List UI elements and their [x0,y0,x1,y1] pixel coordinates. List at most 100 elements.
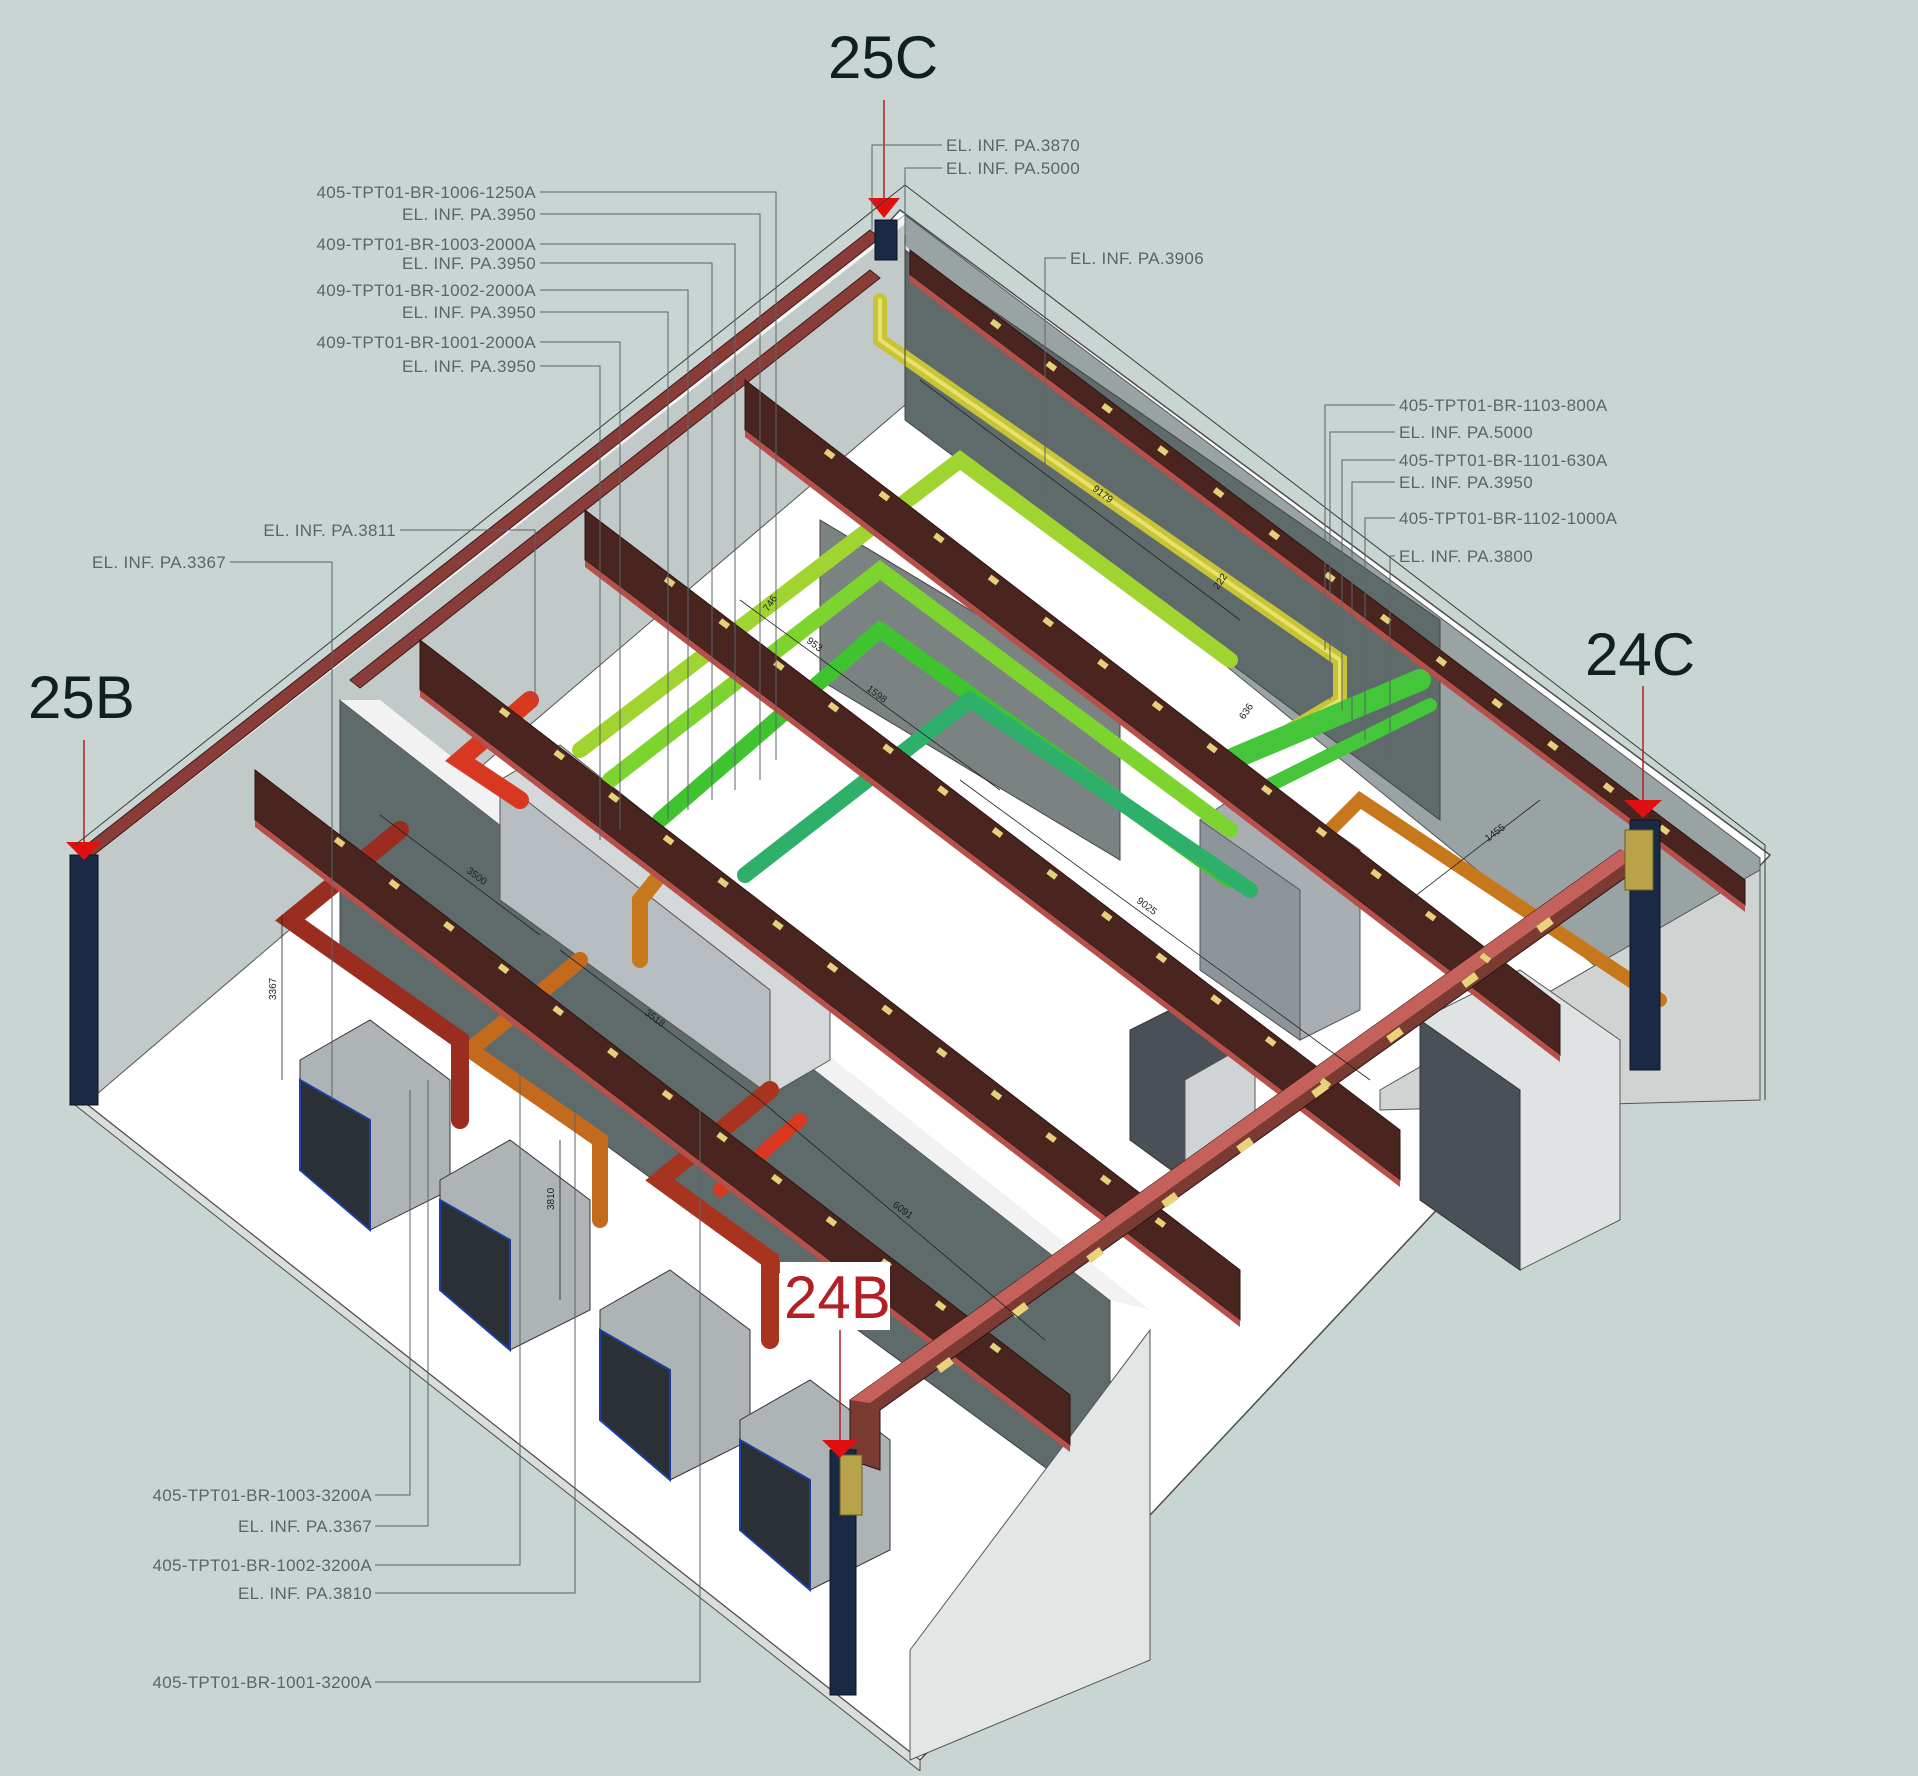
callout-leaders [230,144,1395,1683]
callout-tl-5: 409-TPT01-BR-1002-2000A [316,281,536,300]
beam-tag-mark [662,834,675,846]
callout-right-3: 405-TPT01-BR-1101-630A [1399,451,1608,470]
callout-tl-8: EL. INF. PA.3950 [402,357,536,376]
beam-tag-mark [1151,700,1164,712]
beam-tag-mark [608,792,620,803]
grid-label-24c: 24C [1585,621,1695,688]
beam-tag-mark [771,1173,783,1185]
beam-tag-mark [1086,1247,1104,1263]
beam-tag-mark [1045,360,1058,372]
callout-bottom-1: 405-TPT01-BR-1003-3200A [152,1486,372,1505]
beam-tag-mark [443,920,455,932]
beam-tag-mark [936,1047,948,1058]
callout-top-1: EL. INF. PA.3870 [946,136,1080,155]
beam-tag-mark [1154,1217,1167,1228]
columns [69,219,1661,1696]
beam-tag-mark [987,574,1000,586]
beam-tag-mark [1386,1027,1404,1043]
callout-tl-2: EL. INF. PA.3950 [402,205,536,224]
beam-tag-mark [1210,994,1222,1006]
beam-tag-mark [827,701,840,713]
callout-bottom-4: EL. INF. PA.3810 [238,1584,372,1603]
grid-markers [66,100,1662,1458]
busbars-green [572,449,1437,898]
beam-tag-mark [1602,782,1615,794]
beam-tag-mark [661,1089,674,1101]
beam-tag-mark [772,919,784,931]
beam-tag-mark [1491,697,1503,709]
beam-tag-mark [1658,824,1671,836]
beam-tag-mark [552,1005,564,1017]
callout-right-1: 405-TPT01-BR-1103-800A [1399,396,1608,415]
callout-right-6: EL. INF. PA.3800 [1399,547,1533,566]
beam-tag-mark [1261,784,1273,796]
beam-2 [744,378,1561,1062]
beam-tag-mark [663,576,676,588]
grid-marker-25c [868,198,900,218]
beam-tag-mark [1547,740,1559,752]
beam-tag-mark [878,490,891,502]
beam-tag-mark [1268,529,1281,541]
beam-tag-mark [1046,868,1058,880]
callout-bottom-2: EL. INF. PA.3367 [238,1517,372,1536]
beam-tag-mark [717,877,729,888]
beam-tag-mark [1424,910,1437,922]
grid-label-24b-box [780,1262,890,1330]
callout-tl-3: 409-TPT01-BR-1003-2000A [316,235,536,254]
beam-tag-mark [934,1300,947,1312]
beam-tag-mark [553,749,566,761]
grid-label-25c: 25C [828,24,938,91]
beam-tag-mark [1157,445,1169,457]
callouts-left: EL. INF. PA.3811 EL. INF. PA.3367 [92,521,396,572]
beam-tag-mark [1536,917,1554,933]
grid-marker-25b [66,842,102,860]
beam-tag-mark [936,1357,954,1373]
beam-tag-mark [718,618,731,630]
beam-tag-mark [1101,402,1113,414]
beam-tag-mark [498,707,511,718]
callouts-top-left: 405-TPT01-BR-1006-1250A EL. INF. PA.3950… [316,183,536,376]
beam-tag-mark [989,1342,1002,1354]
column-25b [69,854,99,1106]
dim-3367: 3367 [268,977,279,1000]
beam-tag-mark [1315,826,1328,838]
callout-right-5: 405-TPT01-BR-1102-1000A [1399,509,1618,528]
beam-tag-mark [989,318,1002,330]
beam-tag-mark [1101,910,1113,922]
beam-tag-mark [1206,742,1218,754]
callout-right-2: EL. INF. PA.5000 [1399,423,1533,442]
beam-tag-marks [333,318,1671,1373]
beam-tag-mark [881,1004,893,1016]
beam-tag-mark [716,1131,728,1143]
beam-tag-mark [1311,1082,1329,1098]
callouts-top: EL. INF. PA.3870 EL. INF. PA.5000 EL. IN… [946,136,1204,268]
dim-3810: 3810 [546,1187,557,1210]
callout-right-4: EL. INF. PA.3950 [1399,473,1533,492]
beam-tag-mark [497,963,510,975]
beam-tag-mark [937,785,949,797]
beam-3 [584,508,1401,1187]
beam-tag-mark [333,836,346,848]
callout-bottom-3: 405-TPT01-BR-1002-3200A [152,1556,372,1575]
grid-label-25b: 25B [28,664,135,731]
beam-tag-mark [1045,1132,1057,1143]
beam-tag-mark [1479,952,1492,964]
beam-tag-mark [1011,1302,1029,1318]
beam-tag-mark [990,1089,1003,1101]
beam-tag-mark [823,448,836,460]
beam-tag-mark [1370,868,1382,880]
grid-label-24b: 24B [784,1264,891,1331]
beam-tag-mark [1379,613,1392,625]
grid-marker-24b [822,1440,858,1458]
transformer-cabinets [299,1019,891,1593]
beam-tag-mark [607,1047,619,1059]
callout-tl-7: 409-TPT01-BR-1001-2000A [316,333,536,352]
cabinet-3 [599,1269,751,1483]
beam-tag-mark [826,962,839,973]
callout-left-2: EL. INF. PA.3367 [92,553,226,572]
beam-tag-mark [1461,972,1479,988]
beam-tag-mark [1097,658,1109,670]
callout-top-2: EL. INF. PA.5000 [946,159,1080,178]
